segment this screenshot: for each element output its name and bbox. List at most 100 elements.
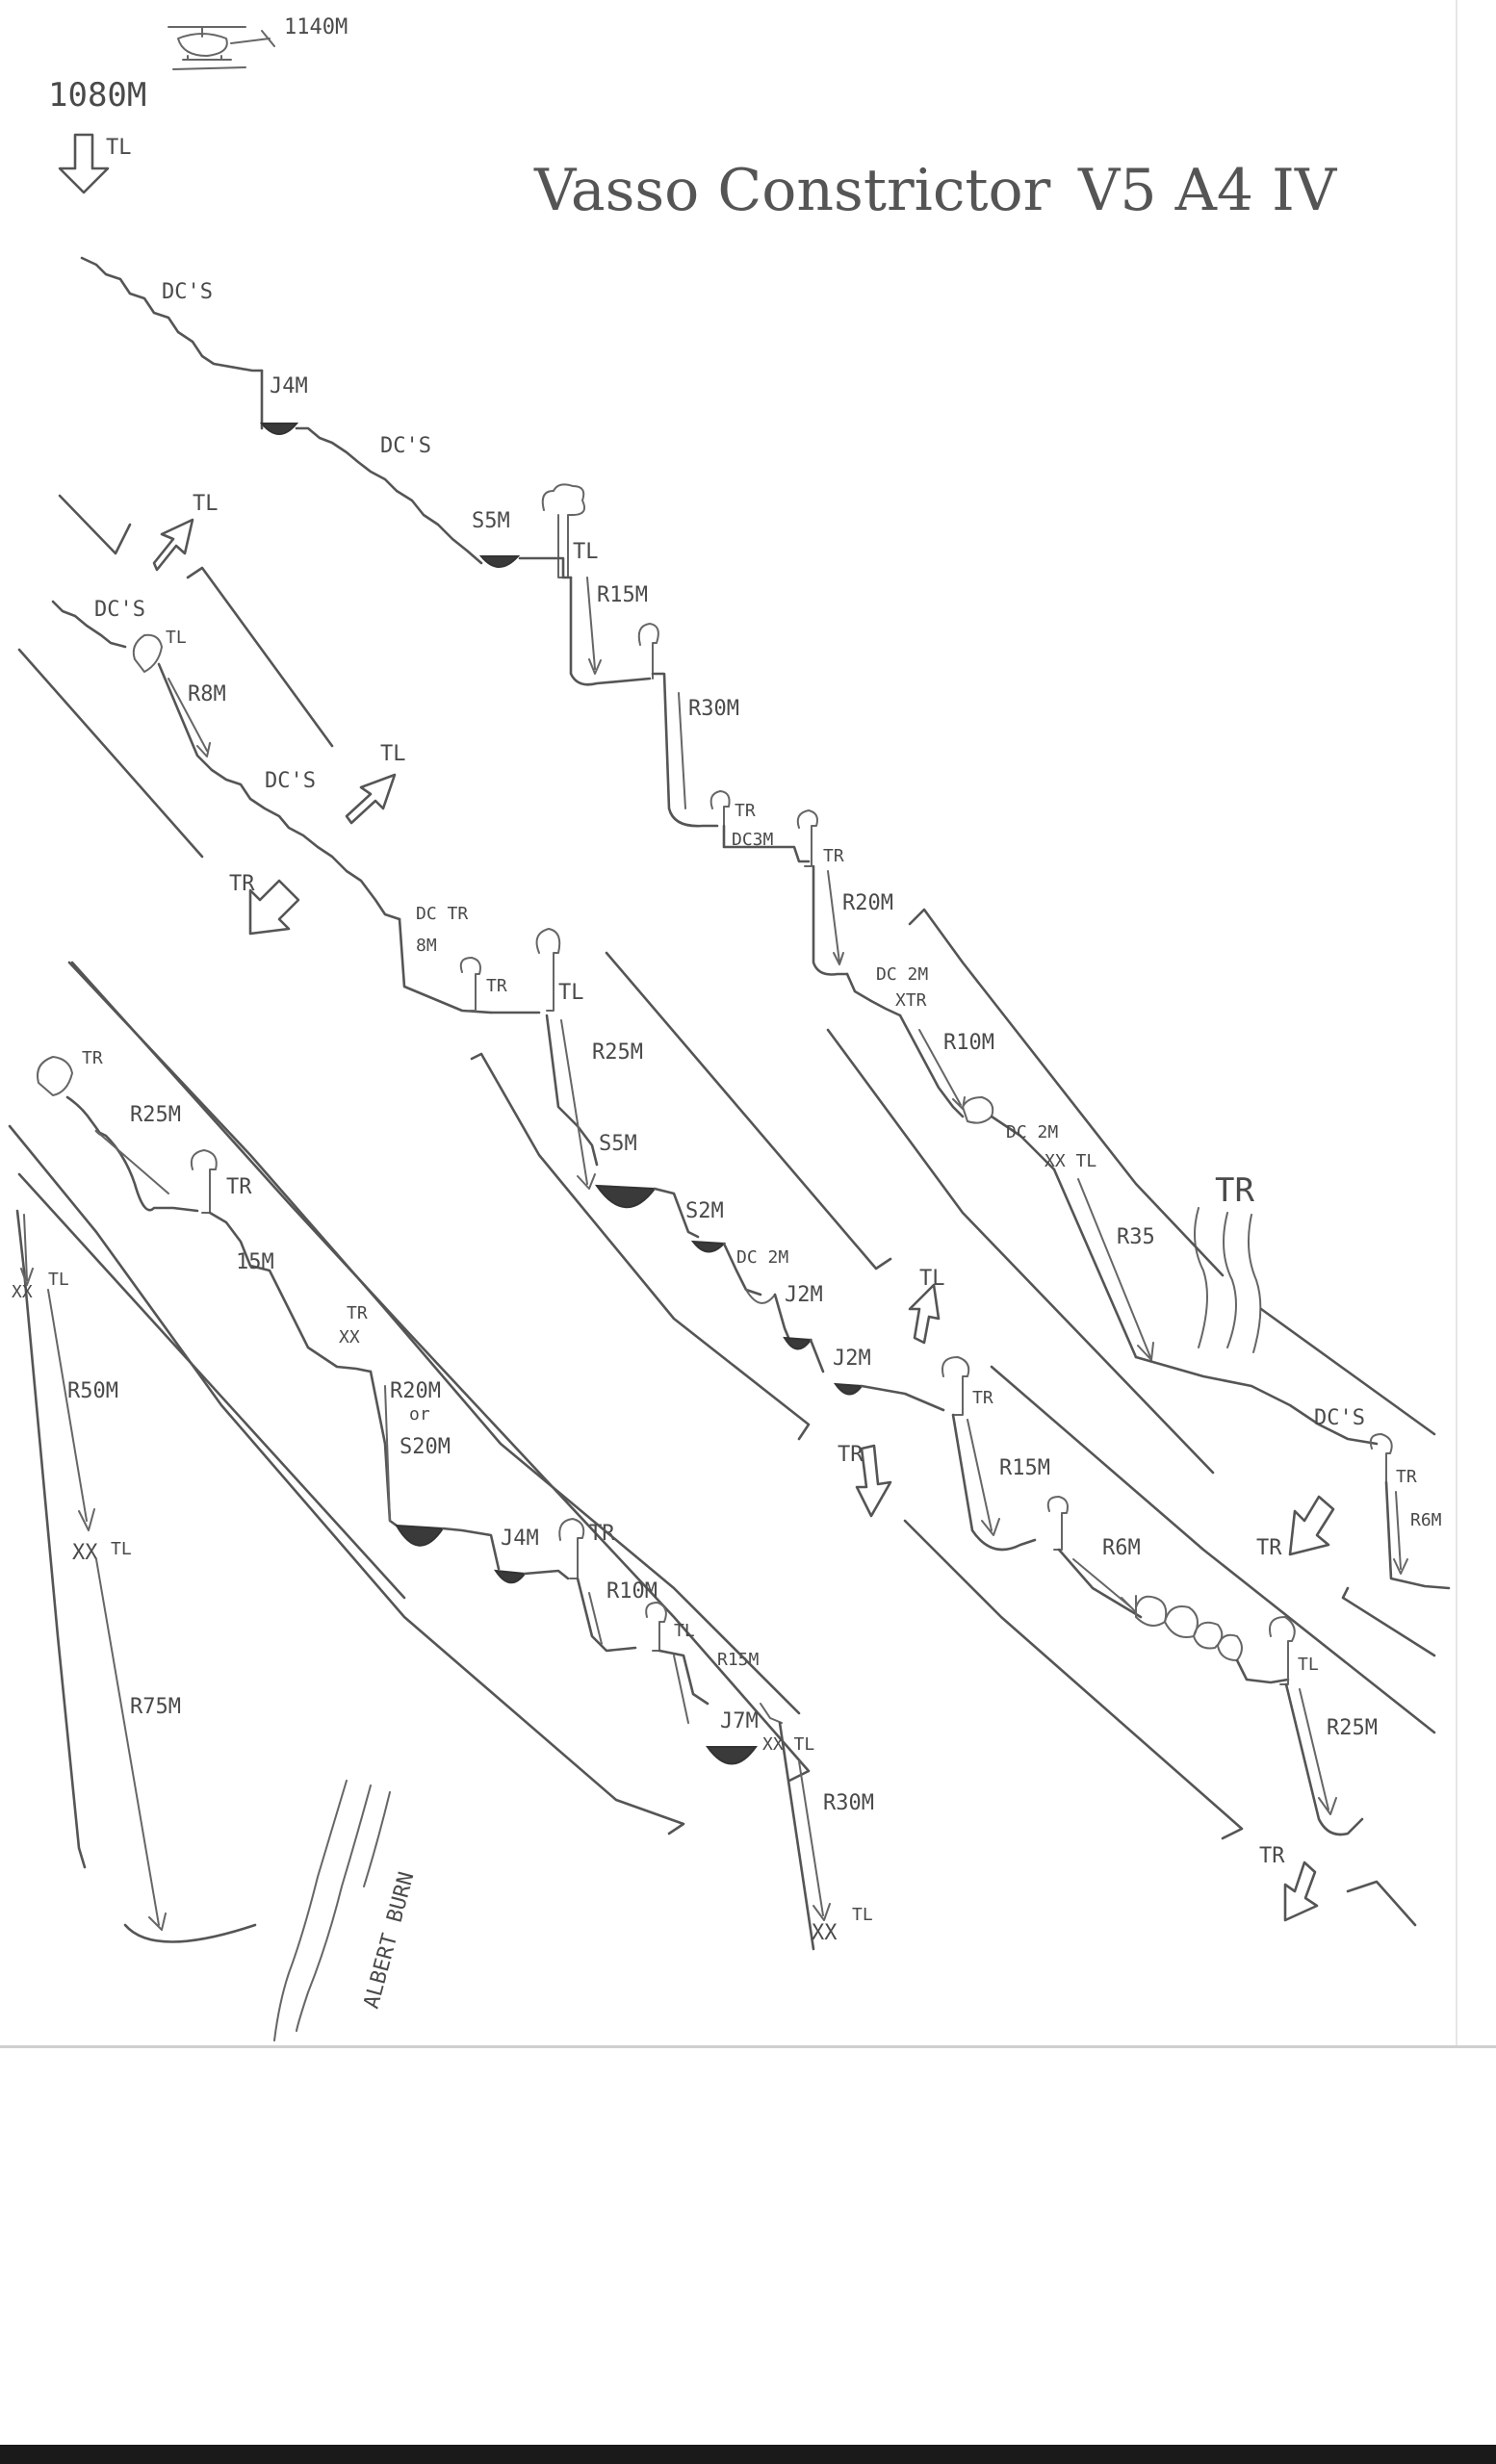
r15m-label-1: R15M — [597, 583, 648, 607]
r20m-label-or: R20M — [390, 1379, 441, 1403]
tree-icon-12 — [1269, 1616, 1296, 1685]
dc3m-label: DC3M — [732, 830, 774, 850]
paper-edge-right — [1456, 0, 1457, 2048]
s2m-label: S2M — [685, 1199, 724, 1223]
s20m-label: S20M — [400, 1435, 451, 1459]
down-arrow-icon-2 — [855, 1444, 892, 1518]
dcs-label-1: DC'S — [162, 280, 213, 304]
start-arrow-icon — [58, 133, 110, 194]
dcs-label-3: DC'S — [94, 598, 145, 622]
tl-label-6: TL — [919, 1267, 945, 1291]
j2m-label-1: J2M — [785, 1283, 823, 1307]
xx-label-1: XX — [339, 1327, 360, 1348]
tree-icon-10 — [941, 1356, 970, 1416]
tr-label-right: TR — [1215, 1171, 1254, 1210]
r50m-label: R50M — [67, 1379, 118, 1403]
paper-edge-bottom — [0, 2045, 1496, 2048]
r35-label: R35 — [1117, 1225, 1155, 1249]
r20m-label-1: R20M — [842, 891, 893, 915]
r6m-label-1: R6M — [1102, 1536, 1141, 1560]
r15m-label-2: R15M — [999, 1456, 1050, 1480]
tl-label-10: TL — [48, 1270, 69, 1290]
xx-label-4: XX — [72, 1541, 98, 1565]
tr-label-9: TR — [1259, 1844, 1285, 1868]
r6m-label-right: R6M — [1410, 1510, 1442, 1530]
tree-icon-5 — [962, 1096, 994, 1124]
tree-icon-14 — [190, 1149, 218, 1214]
xtr-label: XTR — [895, 990, 927, 1011]
dcs-label-4: DC'S — [265, 769, 316, 793]
tl-label-2: TL — [193, 492, 219, 516]
r30m-end-label: R30M — [823, 1791, 874, 1815]
tree-icon-13 — [37, 1056, 73, 1096]
heli-altitude: 1140M — [284, 15, 348, 39]
r25m-label-3: R25M — [130, 1103, 181, 1127]
tr-label-2: TR — [823, 846, 844, 866]
tr-label-8: TR — [1256, 1536, 1282, 1560]
r8m-label: R8M — [188, 682, 226, 706]
8m-label: 8M — [416, 936, 437, 956]
tl-label-7: TL — [1298, 1655, 1319, 1675]
tl-label-9: TL — [852, 1905, 873, 1925]
tr-label-4: TR — [229, 872, 255, 896]
tl-label-8: TL — [674, 1621, 695, 1641]
s5m-label: S5M — [472, 509, 510, 533]
tr-label-3: TR — [1396, 1467, 1417, 1487]
tl-label-1: TL — [573, 540, 599, 564]
tl-label-4: TL — [166, 628, 187, 648]
xx-label-2: XX — [812, 1921, 838, 1945]
xx-tl-label-1: XX TL — [1045, 1151, 1096, 1171]
down-arrow-icon-4 — [1283, 1861, 1319, 1922]
r10m-label-2: R10M — [606, 1579, 658, 1604]
dc2m-label-3: DC 2M — [736, 1247, 788, 1268]
tr-label-11: TR — [226, 1175, 252, 1199]
r25m-label-2: R25M — [1327, 1716, 1378, 1740]
xx-label-3: XX — [12, 1282, 33, 1302]
tree-icon-15 — [558, 1518, 585, 1579]
up-arrow-icon-3 — [908, 1283, 941, 1345]
15m-label: 15M — [236, 1250, 274, 1274]
dcs-label-right: DC'S — [1314, 1406, 1365, 1430]
tr-label-5: TR — [486, 976, 507, 996]
j4m-label-2: J4M — [501, 1527, 539, 1551]
waterfall-icon-right — [1194, 1207, 1262, 1353]
tree-icon-1 — [541, 483, 585, 578]
tr-label-1: TR — [735, 801, 756, 821]
tree-icon-8 — [459, 957, 481, 1012]
tl-label-3: TL — [380, 742, 406, 766]
tree-icon-7 — [132, 633, 163, 673]
start-tl: TL — [106, 136, 132, 160]
dc-tr-label: DC TR — [416, 904, 468, 924]
tr-label-12: TR — [347, 1303, 368, 1323]
tree-icon-2 — [637, 623, 659, 680]
tree-icon-16 — [645, 1602, 667, 1652]
r10m-label-1: R10M — [943, 1031, 994, 1055]
up-arrow-icon-1 — [152, 518, 194, 572]
tl-label-5: TL — [558, 981, 584, 1005]
j4m-label-1: J4M — [270, 374, 308, 398]
r15m-label-3: R15M — [717, 1650, 760, 1670]
stream-icon — [273, 1780, 391, 2041]
r30m-label: R30M — [688, 697, 739, 721]
tree-icon-3 — [709, 790, 731, 827]
stream-label: ALBERT BURN — [360, 1869, 420, 2011]
or-label: or — [409, 1404, 430, 1424]
down-arrow-icon-3 — [1288, 1495, 1335, 1556]
boulders-icon — [1135, 1595, 1243, 1661]
r25m-label-1: R25M — [592, 1040, 643, 1065]
tree-icon-6 — [1369, 1433, 1393, 1488]
dcs-label-2: DC'S — [380, 434, 431, 458]
j7m-label: J7M — [720, 1709, 759, 1733]
tr-label-7: TR — [838, 1443, 864, 1467]
tree-icon-11 — [1046, 1496, 1069, 1551]
route-grade: V5 A4 IV — [1077, 157, 1338, 224]
tr-label-6: TR — [972, 1388, 993, 1408]
up-arrow-icon-2 — [345, 773, 397, 825]
tr-label-13: TR — [589, 1522, 615, 1546]
start-altitude: 1080M — [48, 76, 146, 115]
s5m-label-2: S5M — [599, 1132, 637, 1156]
dc2m-label-1: DC 2M — [876, 964, 928, 985]
xx-tl-label-2: XX TL — [762, 1734, 814, 1755]
